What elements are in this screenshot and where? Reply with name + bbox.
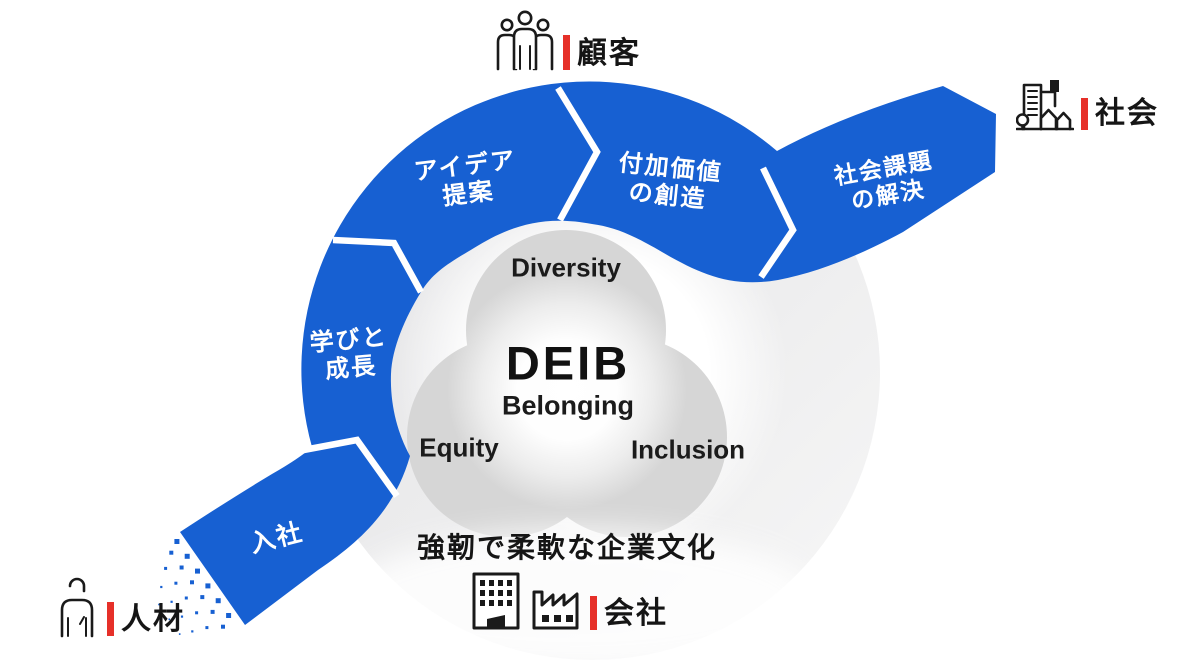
red-separator-bar <box>107 602 114 636</box>
factory-icon <box>532 590 579 630</box>
stakeholder-company: 会社 <box>470 570 668 632</box>
chevron-learn-idea <box>332 236 424 294</box>
stakeholder-customer: 顧客 <box>494 6 641 72</box>
stakeholder-talent: 人材 <box>54 572 185 638</box>
chevron-join-learn <box>292 436 400 498</box>
red-separator-bar <box>1081 98 1088 130</box>
person-icon <box>60 577 94 638</box>
halftone-dots <box>158 539 232 635</box>
city-icon <box>1016 80 1074 131</box>
venn-label-diversity: Diversity <box>511 252 621 283</box>
chevron-value-social <box>758 166 797 279</box>
bottom-highlight <box>345 530 815 663</box>
society-label: 社会 <box>1095 97 1159 130</box>
stakeholder-society: 社会 <box>1016 78 1159 132</box>
stage-added-value: 付加価値 の創造 <box>614 149 723 216</box>
talent-label: 人材 <box>121 603 185 636</box>
chevron-separators <box>292 86 797 498</box>
venn-label-inclusion: Inclusion <box>630 434 746 465</box>
venn-label-equity: Equity <box>419 432 499 463</box>
customer-label: 顧客 <box>577 37 641 70</box>
stage-learn-grow: 学びと 成長 <box>309 323 392 386</box>
office-building-icon <box>472 572 520 630</box>
culture-caption: 強靭で柔軟な企業文化 <box>416 532 718 563</box>
ribbon-path <box>180 81 996 626</box>
center-acronym: DEIB <box>505 336 631 390</box>
company-label: 会社 <box>604 597 668 630</box>
red-separator-bar <box>563 35 570 70</box>
center-belonging: Belonging <box>502 390 634 421</box>
chevron-idea-value <box>555 86 601 222</box>
red-separator-bar <box>590 596 597 630</box>
people-group-icon <box>496 10 554 71</box>
venn-circles <box>407 230 727 537</box>
